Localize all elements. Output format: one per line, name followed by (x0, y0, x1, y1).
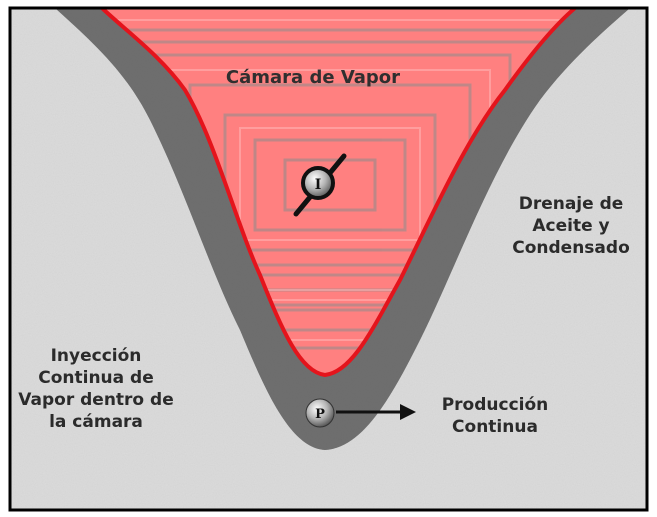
production-arrow-icon (336, 404, 416, 420)
production-label: Producción Continua (425, 394, 565, 438)
injector-letter: I (315, 177, 322, 193)
drainage-label-line: Drenaje de (518, 194, 624, 214)
drainage-label: Drenaje de Aceite y Condensado (495, 193, 647, 259)
injector-well-icon: I (293, 153, 347, 217)
producer-letter: P (315, 407, 325, 422)
diagram-frame (8, 6, 649, 512)
injection-label-line: Inyección (50, 346, 142, 366)
injection-label-line: Continua de (38, 368, 154, 388)
producer-well-icon: P (305, 398, 335, 428)
drainage-label-line: Aceite y (532, 216, 610, 236)
production-label-line: Producción (441, 395, 549, 415)
injection-label: Inyección Continua de Vapor dentro de la… (10, 345, 182, 433)
production-label-line: Continua (452, 417, 538, 437)
injection-label-line: la cámara (49, 412, 143, 432)
steam-chamber-label: Cámara de Vapor (225, 67, 401, 88)
chamber-boundary-line (100, 6, 577, 378)
injection-label-line: Vapor dentro de (18, 390, 174, 410)
drainage-label-line: Condensado (512, 238, 630, 258)
